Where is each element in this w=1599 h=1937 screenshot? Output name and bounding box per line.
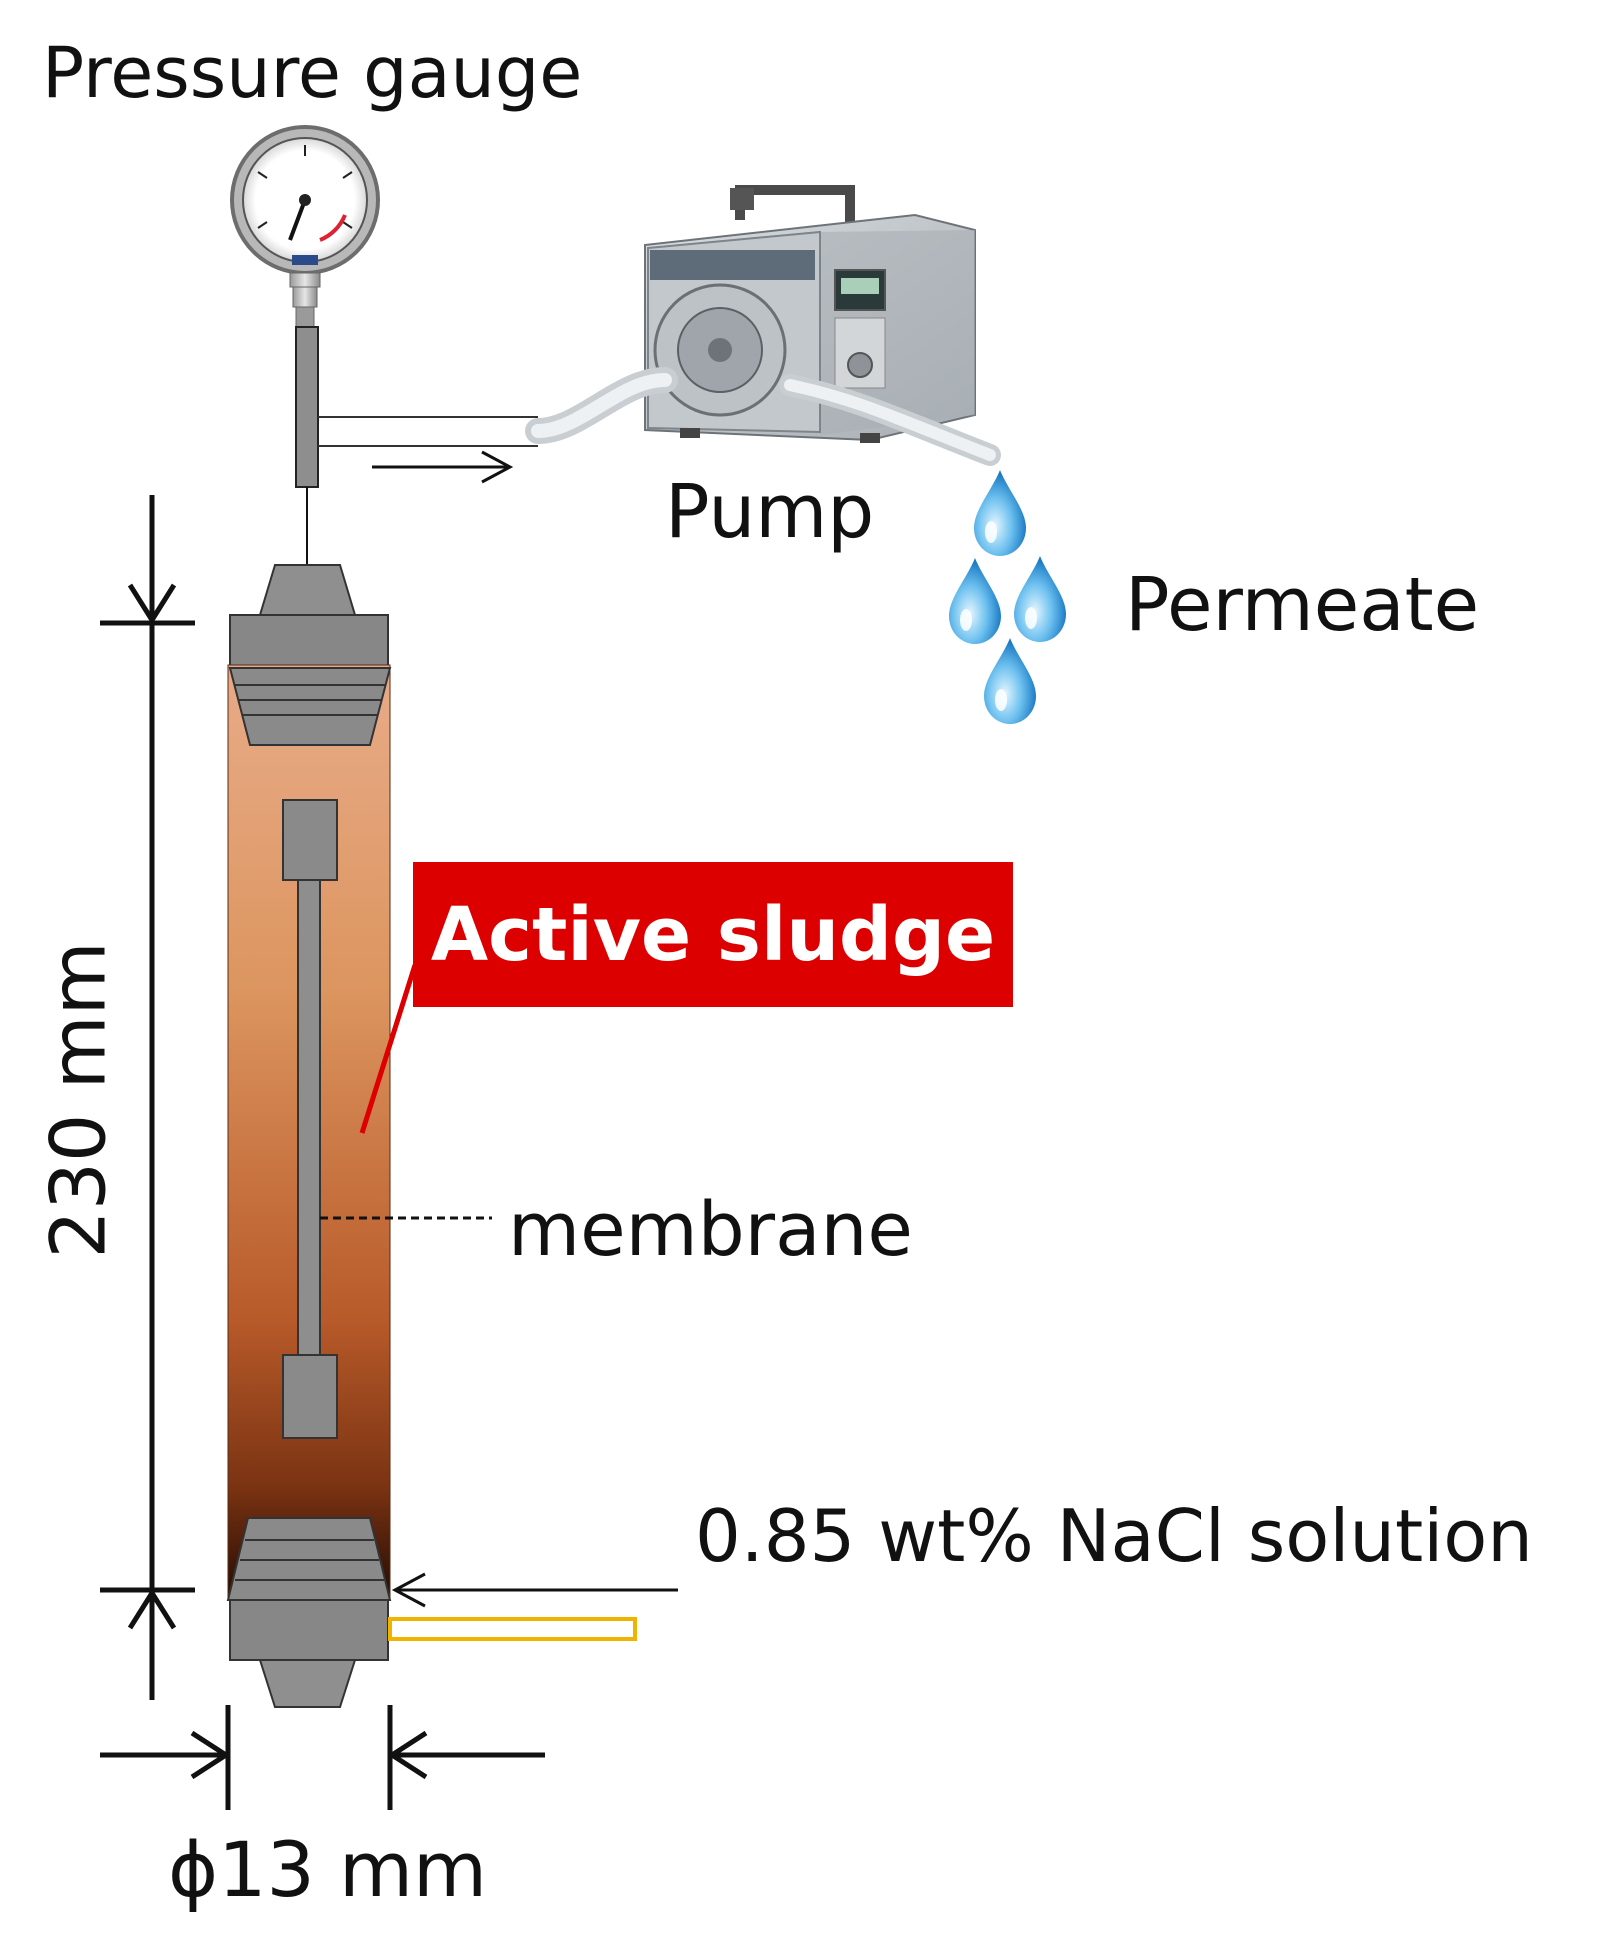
active-sludge-label-box: Active sludge bbox=[413, 862, 1013, 1007]
active-sludge-label: Active sludge bbox=[430, 891, 996, 978]
nacl-inlet-arrow bbox=[391, 1572, 678, 1608]
width-dimension bbox=[100, 1705, 545, 1810]
width-dimension-label: ϕ13 mm bbox=[168, 1825, 488, 1914]
nacl-solution-label: 0.85 wt% NaCl solution bbox=[695, 1494, 1533, 1578]
reactor-column bbox=[226, 564, 637, 1708]
pressure-gauge-label: Pressure gauge bbox=[42, 32, 583, 114]
sludge-leader bbox=[359, 964, 418, 1134]
pressure-gauge-icon bbox=[230, 125, 380, 328]
water-drop-icon bbox=[949, 470, 1066, 724]
outlet-tube bbox=[318, 416, 538, 484]
height-dimension-label: 230 mm bbox=[33, 941, 123, 1259]
pump-icon bbox=[644, 185, 976, 443]
membrane-label: membrane bbox=[508, 1187, 913, 1273]
pump-tubing bbox=[525, 367, 1001, 466]
permeate-label: Permeate bbox=[1125, 562, 1480, 648]
height-dimension bbox=[100, 495, 195, 1700]
gauge-stem bbox=[295, 326, 319, 488]
pump-label: Pump bbox=[665, 469, 875, 555]
